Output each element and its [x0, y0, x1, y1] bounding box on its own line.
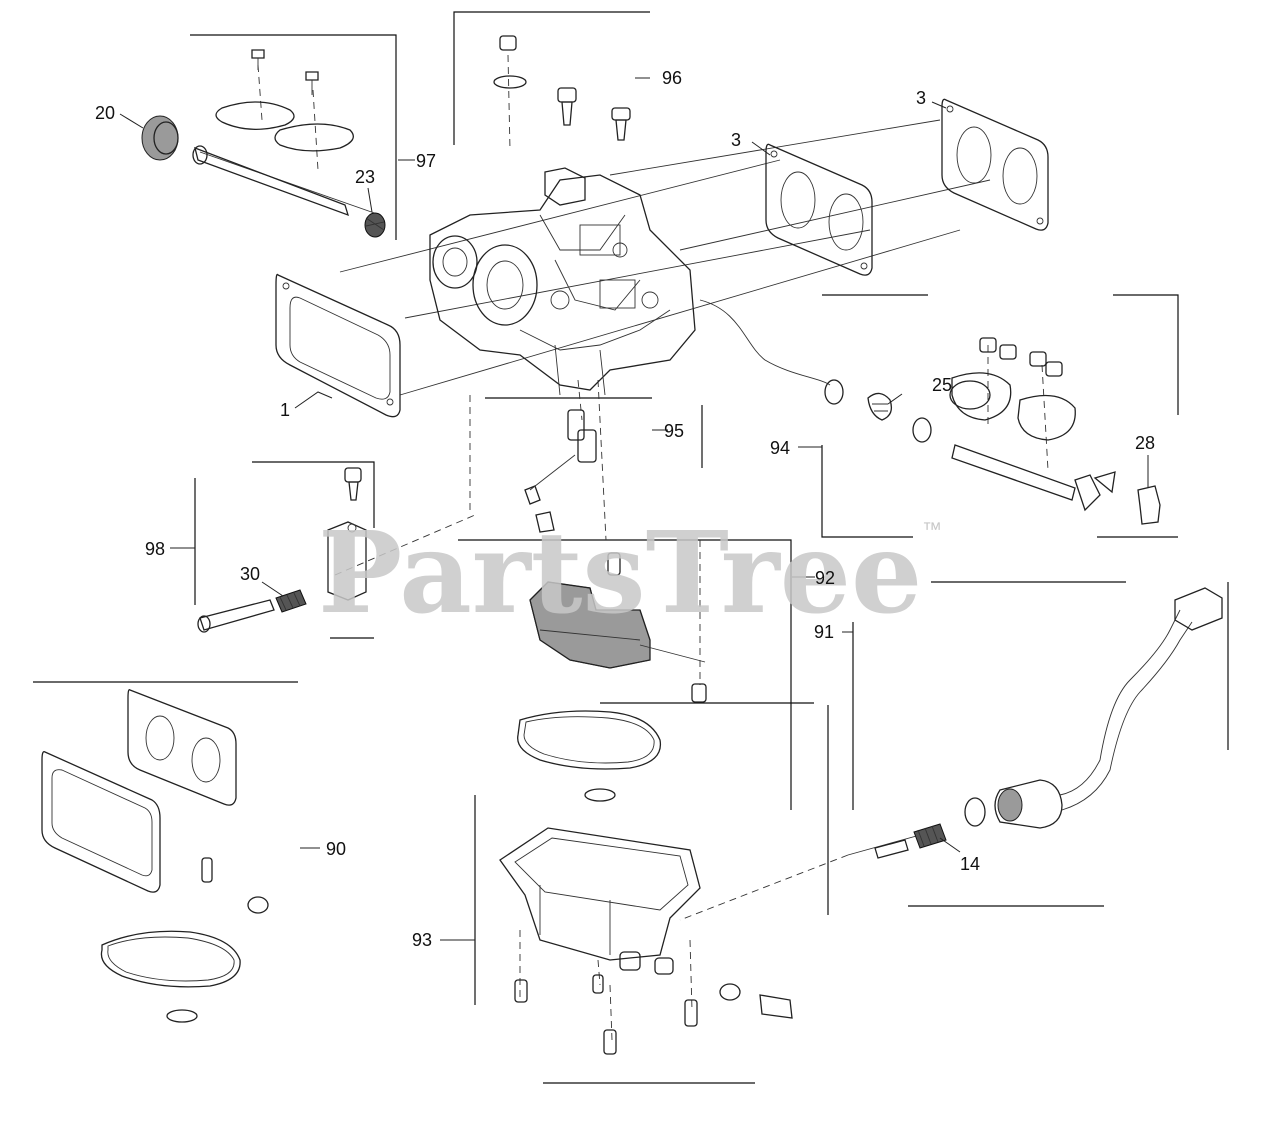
part-91-fuel-solenoid [847, 587, 1223, 859]
callout-97: 97 [416, 151, 436, 171]
callout-98: 98 [145, 539, 165, 559]
watermark-text: PartsTree [318, 508, 922, 639]
callout-30: 30 [240, 564, 260, 584]
part-95-jets [524, 409, 621, 576]
callout-3-front: 3 [731, 130, 741, 150]
callout-93: 93 [412, 930, 432, 950]
part-30-spring [275, 589, 307, 613]
callout-90: 90 [326, 839, 346, 859]
part-94-throttle-shaft [824, 337, 1116, 512]
part-14-spring [913, 823, 947, 849]
part-28-clip [1137, 485, 1161, 525]
part-98-idle-bracket [197, 467, 367, 633]
carburetor-body [429, 167, 696, 396]
callout-94: 94 [770, 438, 790, 458]
part-97-choke-shaft [192, 49, 354, 217]
callout-20: 20 [95, 103, 115, 123]
callout-95: 95 [664, 421, 684, 441]
part-23-spring [364, 212, 386, 238]
callout-28: 28 [1135, 433, 1155, 453]
part-3-gasket-front [765, 143, 873, 276]
callout-14: 14 [960, 854, 980, 874]
part-96-screws [493, 35, 631, 141]
callout-leaders [119, 77, 1149, 941]
callout-labels: 20 23 97 96 3 3 1 95 25 94 28 98 30 92 9… [95, 68, 1155, 950]
part-92-float [529, 581, 707, 703]
part-1-gasket [275, 273, 401, 418]
part-90-gasket-kit [41, 689, 269, 1023]
part-3-gasket-rear [941, 98, 1049, 231]
watermark-trademark: ™ [922, 519, 942, 541]
callout-96: 96 [662, 68, 682, 88]
callout-3-rear: 3 [916, 88, 926, 108]
callout-25: 25 [932, 375, 952, 395]
kit-brackets [33, 11, 1229, 1084]
part-93-float-bowl [499, 827, 793, 1055]
callout-1: 1 [280, 400, 290, 420]
part-20-seal [141, 115, 179, 161]
bowl-gasket [517, 710, 662, 802]
callout-23: 23 [355, 167, 375, 187]
part-25-spring [867, 392, 893, 421]
callout-91: 91 [814, 622, 834, 642]
callout-92: 92 [815, 568, 835, 588]
